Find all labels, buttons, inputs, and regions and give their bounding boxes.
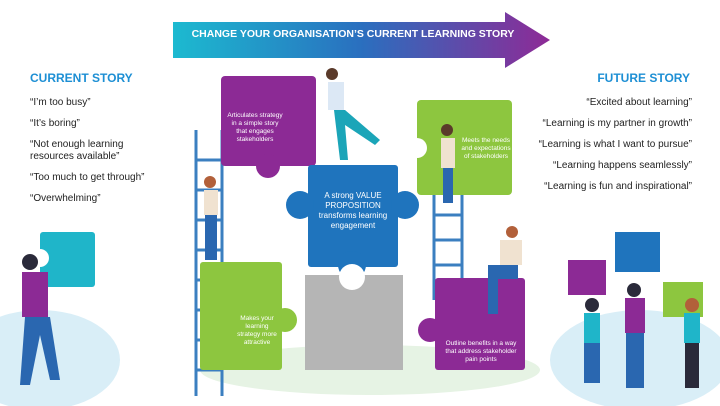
future-story-list: “Excited about learning” “Learning is my… [492, 97, 692, 202]
list-item: “Not enough learning resources available… [30, 139, 124, 162]
list-item: “I’m too busy” [30, 97, 91, 108]
list-item: “Learning happens seamlessly” [553, 160, 692, 171]
piece-text-bottom-left: Makes your learning strategy more attrac… [237, 315, 277, 346]
puzzle-piece-gray [305, 264, 403, 370]
people-right-group [568, 232, 703, 388]
puzzle-piece-top-left [221, 76, 316, 178]
piece-text-top-left: Articulates strategy in a simple story t… [227, 112, 283, 143]
banner-arrow [173, 12, 550, 68]
list-item: “It’s boring” [30, 118, 80, 129]
puzzle-piece-top-right [407, 100, 512, 195]
person-left-carrying-piece [20, 232, 95, 385]
current-story-list: “I’m too busy” “It’s boring” “Not enough… [30, 97, 170, 214]
future-story-heading: FUTURE STORY [597, 71, 690, 85]
piece-text-bottom-right: Outline benefits in a way that address s… [445, 340, 517, 363]
background-blob [0, 310, 120, 406]
list-item: “Overwhelming” [30, 193, 101, 204]
piece-text-top-right: Meets the needs and expectations of stak… [461, 137, 511, 160]
piece-text-center: A strong VALUE PROPOSITION transforms le… [318, 191, 388, 230]
list-item: “Learning is fun and inspirational” [544, 181, 692, 192]
list-item: “Learning is my partner in growth” [542, 118, 692, 129]
puzzle-piece-bottom-left [200, 262, 297, 370]
list-item: “Excited about learning” [586, 97, 692, 108]
puzzle-piece-bottom-right [418, 278, 525, 370]
list-item: “Learning is what I want to pursue” [538, 139, 692, 150]
person-figures [204, 68, 522, 314]
list-item: “Too much to get through” [30, 172, 145, 183]
banner-label: CHANGE YOUR ORGANISATION’S CURRENT LEARN… [191, 28, 515, 40]
current-story-heading: CURRENT STORY [30, 71, 133, 85]
